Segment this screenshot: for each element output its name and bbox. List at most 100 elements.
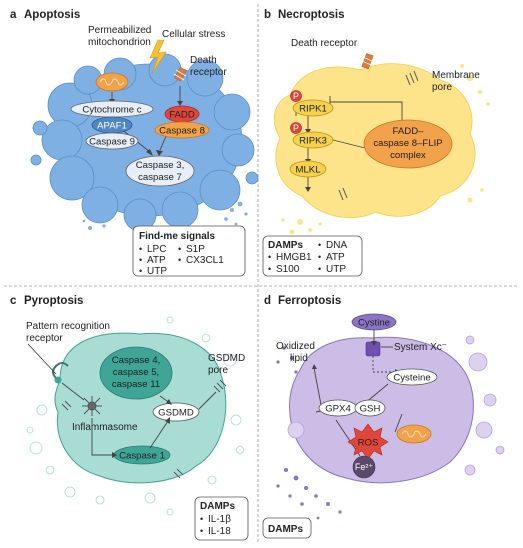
caspase-9-node: Caspase 9 (85, 132, 139, 150)
find-me-item-utp: UTP (147, 266, 167, 277)
find-me-bullet-4: • (178, 244, 181, 254)
gsdmd-pore-label-2: pore (208, 365, 228, 376)
panel-d-letter: d (264, 295, 271, 307)
find-me-item-atp: ATP (147, 255, 166, 266)
caspase-8-node-a: Caspase 8 (154, 121, 210, 139)
damps-b-bullet-5: • (318, 264, 321, 274)
complex-label-3: complex (390, 150, 426, 161)
caspase-5-label: caspase 5, (113, 367, 159, 378)
find-me-item-cx3cl1: CX3CL1 (186, 255, 224, 266)
damps-box-c: DAMPs • IL-1β • IL-18 (194, 496, 249, 541)
ripk3-label: RIPK3 (299, 136, 327, 147)
panel-necroptosis: b Necroptosis Death receptor Membrane po… (262, 9, 490, 277)
find-me-item-lpc: LPC (147, 244, 166, 255)
cystine-node: Cystine (351, 313, 397, 331)
ripk3-node: RIPK3 (292, 131, 334, 149)
prr-label-2: receptor (26, 333, 63, 344)
mitochondrion (95, 72, 129, 92)
gsdmd-pore-label-1: GSDMD (208, 353, 245, 364)
damps-c-bullet-2: • (200, 526, 203, 536)
fe2-node: Fe²⁺ (352, 455, 376, 479)
damps-title-d: DAMPs (268, 524, 303, 535)
damps-c-il18: IL-18 (208, 526, 231, 537)
damps-b-atp: ATP (326, 252, 345, 263)
death-receptor-label-b: Death receptor (291, 38, 358, 49)
permeabilized-label-2: mitochondrion (88, 37, 151, 48)
mlkl-label: MLKL (295, 165, 321, 176)
fe2-label: Fe²⁺ (355, 462, 374, 472)
gsdmd-label: GSDMD (158, 408, 194, 419)
panel-b-letter: b (264, 9, 271, 21)
find-me-bullet-2: • (139, 255, 142, 265)
cysteine-node: Cysteine (386, 368, 438, 386)
caspase-4-label: Caspase 4, (112, 355, 161, 366)
caspase-1-node: Caspase 1 (113, 445, 171, 465)
caspase-8-label-a: Caspase 8 (159, 126, 205, 137)
ros-node: ROS (347, 423, 389, 460)
phospho-marker-1: P (290, 90, 302, 102)
cellular-stress-label: Cellular stress (162, 29, 225, 40)
find-me-bullet-5: • (178, 255, 181, 265)
permeabilized-label-1: Permeabilized (88, 25, 151, 36)
ferroptotic-debris (276, 346, 342, 520)
caspase-9-label: Caspase 9 (89, 137, 135, 148)
membrane-pore-label-2: pore (432, 82, 452, 93)
inflammasome-icon (82, 396, 102, 416)
panel-ferroptosis: d Ferroptosis Cystine System Xc⁻ (262, 295, 505, 539)
find-me-title: Find-me signals (139, 231, 216, 242)
oxidized-lipid-label-2: lipid (290, 353, 308, 364)
death-receptor-icon-b (361, 53, 374, 70)
cystine-label: Cystine (358, 318, 390, 329)
damps-b-s100: S100 (276, 264, 300, 275)
complex-label-2: caspase 8–FLIP (373, 138, 442, 149)
mlkl-node: MLKL (289, 160, 327, 178)
panel-apoptosis: a Apoptosis (10, 9, 259, 277)
damps-b-bullet-2: • (268, 264, 271, 274)
membrane-pore-label-1: Membrane (432, 70, 480, 81)
panel-a-letter: a (10, 9, 17, 21)
caspase-1-label: Caspase 1 (119, 451, 165, 462)
damps-b-bullet-1: • (268, 252, 271, 262)
apaf1-node: APAF1 (91, 116, 133, 134)
damps-box-b: DAMPs • HMGB1 • S100 • DNA • ATP • UTP (262, 235, 363, 277)
ripk1-node: RIPK1 (292, 99, 334, 117)
caspase-7-label: caspase 7 (138, 172, 182, 183)
membrane-pore-icon-b (338, 70, 419, 201)
mitochondrion-d (396, 424, 432, 444)
caspase-4-5-11-node: Caspase 4, caspase 5, caspase 11 (99, 346, 173, 400)
death-receptor-icon-a (173, 66, 187, 82)
pyroptotic-bubbles (26, 316, 244, 516)
damps-c-bullet-1: • (200, 514, 203, 524)
find-me-item-s1p: S1P (186, 244, 205, 255)
death-receptor-label-a1: Death (190, 55, 217, 66)
gpx4-label: GPX4 (325, 404, 351, 415)
prr-label-1: Pattern recognition (26, 321, 110, 332)
ferroptotic-bubbles (287, 335, 505, 476)
ripk1-label: RIPK1 (299, 104, 327, 115)
inflammasome-label: Inflammasome (72, 422, 138, 433)
system-xc-label: System Xc⁻ (394, 342, 447, 353)
gpx4-node: GPX4 (318, 399, 358, 417)
phospho-marker-2: P (290, 122, 302, 134)
damps-b-bullet-4: • (318, 252, 321, 262)
panel-c-title: Pyroptosis (24, 295, 83, 307)
fadd-caspase8-flip-complex: FADD– caspase 8–FLIP complex (363, 119, 453, 169)
gsh-label: GSH (360, 404, 381, 415)
complex-label-1: FADD– (393, 126, 425, 137)
fadd-label-a: FADD (169, 110, 195, 121)
damps-b-dna: DNA (326, 240, 347, 251)
caspase-3-7-node: Caspase 3, caspase 7 (125, 155, 195, 187)
caspase-11-label: caspase 11 (112, 379, 160, 390)
gsh-node: GSH (354, 399, 386, 417)
panel-c-letter: c (10, 295, 17, 307)
panel-a-title: Apoptosis (24, 9, 80, 21)
cytochrome-c-node: Cytochrome c (70, 100, 154, 118)
panel-d-title: Ferroptosis (278, 295, 341, 307)
damps-b-hmgb1: HMGB1 (276, 252, 312, 263)
find-me-bullet-3: • (139, 266, 142, 276)
cytochrome-c-label: Cytochrome c (82, 105, 141, 116)
panel-b-title: Necroptosis (278, 9, 344, 21)
damps-b-utp: UTP (326, 264, 346, 275)
cysteine-label: Cysteine (393, 373, 430, 384)
